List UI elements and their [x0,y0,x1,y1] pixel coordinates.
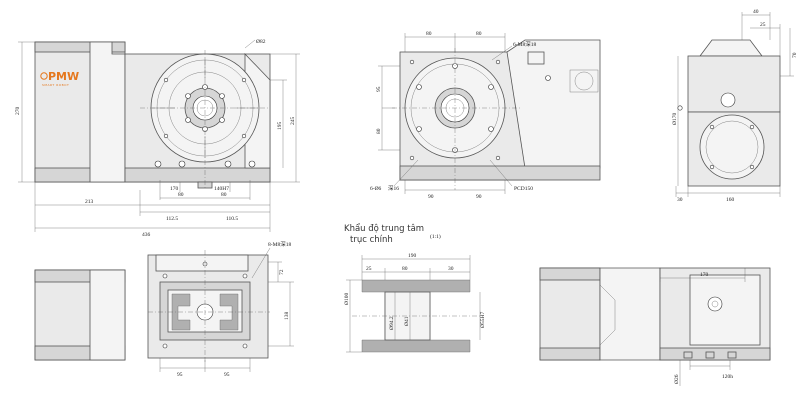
front-base-band [124,167,271,183]
front-dim-d1: 170 [170,186,179,192]
section-dim-w3: 30 [448,266,454,272]
side-dim-dia: Ø170 [672,113,678,125]
rear-feet [683,351,737,359]
front-bolt-holes [163,77,247,139]
logo-gear-icon [40,72,48,80]
rear-dim-d1: 170 [700,272,709,278]
section-view: Khẩu độ trung tâm trục chính (1:1) 190 2… [344,223,486,353]
face-side-hole [545,75,551,81]
face-dim-v2: 80 [376,128,382,134]
face-view: 80 80 6-M8深18 95 80 90 90 6-Ø6 深16 PCD15… [370,31,601,200]
rear-port [707,296,723,312]
side-flange-ring [705,120,759,174]
section-dim-w: 190 [408,253,417,259]
face-bolt-holes [409,59,501,161]
side-grease-nipple [677,105,683,111]
face-dim-bot2: 90 [476,194,482,200]
face-dim-depth: 深16 [388,184,399,192]
face-dim-top1: 80 [426,31,432,37]
front-dim-d2: 140H7 [214,186,229,192]
face-side-plug [527,51,545,65]
side-flange [699,114,765,180]
rear-middle [599,267,661,361]
front-dim-right-h2: 195 [277,122,283,131]
side-dim-w1: 30 [677,197,683,203]
rear-view: 170 Ø26 120h [539,267,771,386]
rear-plate [689,274,761,346]
rear-band-top [539,267,601,281]
front-dim-half1: 80 [178,192,184,198]
top-clamp-right [219,293,239,331]
section-dim-d3: Ø55H7 [480,312,486,328]
face-dim-lines [378,33,513,194]
face-base-band [399,165,601,181]
section-caption-line1: Khẩu độ trung tâm [344,223,424,234]
side-dim-t2: 25 [760,22,766,28]
front-dim-total-left: 213 [85,199,94,205]
side-bolt-holes [709,124,755,170]
face-dim-v1: 95 [376,86,382,92]
face-dim-pcd: PCD150 [514,186,533,192]
front-dim-total: 436 [142,232,151,238]
front-view: PMW SMART ROBOT 270 Ø82 195 245 170 140H… [15,39,300,238]
face-dim-holes: 6-Ø6 [370,186,382,192]
top-dim-w1: 95 [177,372,183,378]
face-dim-top2: 80 [476,31,482,37]
side-dim-t1: 40 [753,9,759,15]
logo-text: PMW [48,70,79,83]
front-dim-right-h1: 245 [290,117,296,126]
front-dim-a: 112.5 [166,216,178,222]
front-housing-top-band [34,41,126,53]
section-dim-d1: Ø94.2 [389,316,395,330]
side-dim-w2: 160 [726,197,735,203]
rear-dim-d2: Ø26 [674,374,680,384]
top-dim-w2: 95 [224,372,230,378]
face-side-window [569,69,599,93]
front-dim-pcd: Ø82 [256,39,266,45]
front-dim-lines [18,39,300,232]
section-dim-d-outer: Ø100 [344,293,350,305]
section-caption-line2: trục chính [350,235,393,245]
top-dim-bolt: 8-M8深18 [268,240,291,248]
rear-chamfer-line [599,284,616,346]
top-dim-lines [159,247,294,372]
side-dim-t3: 70 [792,52,798,58]
rear-port-inner [711,300,719,308]
face-side-housing [506,39,601,169]
front-dim-height: 270 [15,107,21,116]
top-view: 72 8-M8深18 138 95 95 [34,240,294,378]
section-dim-d2: Ø41 [404,316,410,326]
face-dim-bolt: 6-M8深18 [513,40,536,48]
pmw-logo: PMW SMART ROBOT [40,70,79,87]
front-dim-b: 110.5 [226,216,238,222]
top-dim-v: 72 [279,269,285,275]
top-cap [155,254,249,272]
rear-housing-left [539,267,601,361]
front-housing-step [89,41,126,183]
side-view: 40 25 70 Ø170 30 160 [672,9,798,203]
rear-band-bottom [539,347,601,361]
rear-dim-d3: 120h [722,374,733,380]
side-dim-lines [675,12,794,197]
side-motor-port [720,92,736,108]
section-dim-w1: 25 [366,266,372,272]
top-dim-h: 138 [284,312,290,321]
side-cap [699,39,763,57]
top-clamp-left [171,293,191,331]
top-housing-step [89,269,126,361]
logo-tagline: SMART ROBOT [42,83,69,87]
section-scale: (1:1) [430,233,441,240]
section-dim-w2: 80 [402,266,408,272]
face-side-port [574,71,594,91]
rear-dim-lines [659,268,746,386]
rear-base [659,347,771,361]
face-dim-bot1: 90 [428,194,434,200]
front-dim-half2: 80 [221,192,227,198]
section-dim-lines [346,255,481,353]
